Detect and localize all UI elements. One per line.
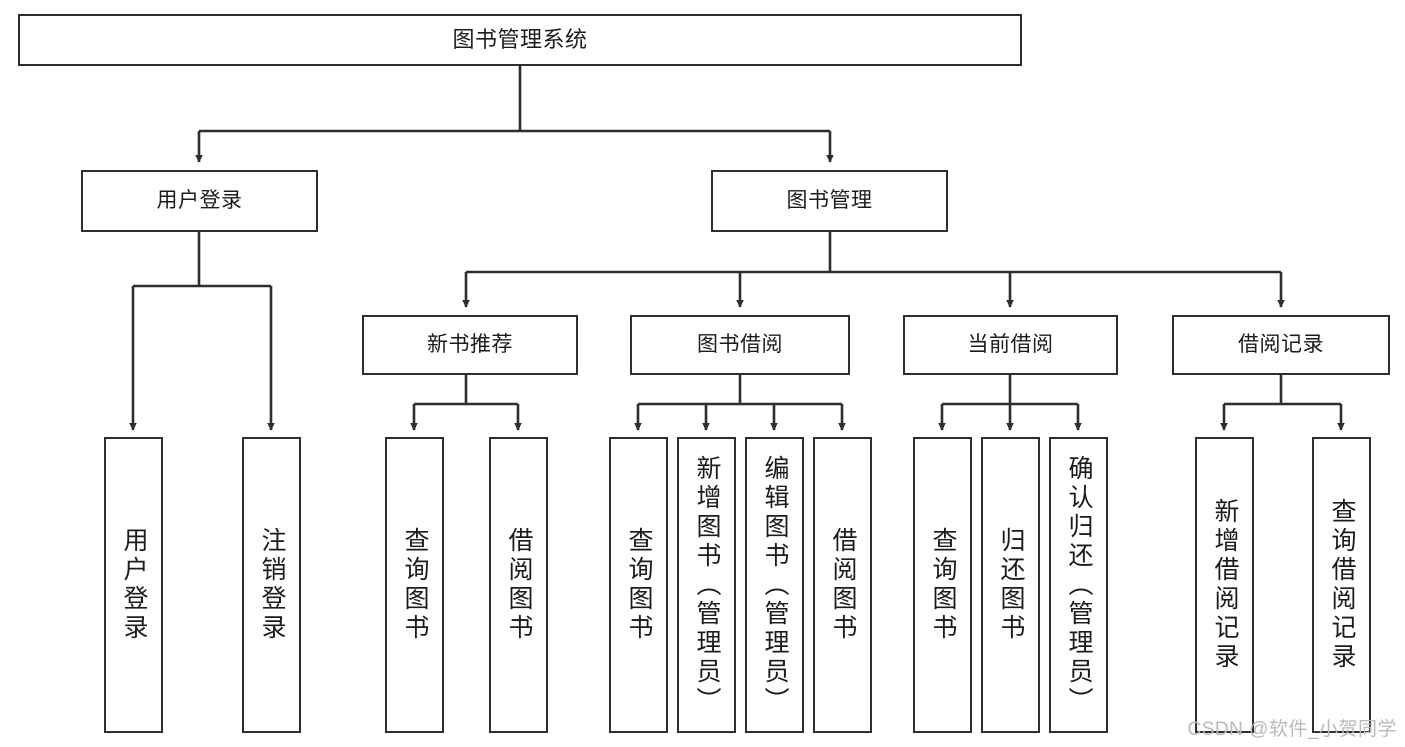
node-label: 图书管理系统	[452, 27, 588, 53]
leaf-current-query-book[interactable]: 查询图书	[913, 437, 972, 733]
node-label: 归还图书	[997, 527, 1025, 643]
node-label: 当前借阅	[967, 332, 1054, 356]
node-label: 图书借阅	[697, 332, 783, 356]
leaf-recommend-query-book[interactable]: 查询图书	[385, 437, 444, 733]
node-label: 新书推荐	[427, 332, 513, 356]
leaf-current-confirm-return-admin[interactable]: 确认归还（管理员）	[1049, 437, 1108, 733]
leaf-borrow-borrow-book[interactable]: 借阅图书	[813, 437, 872, 733]
node-label: 借阅图书	[829, 527, 857, 643]
node-label: 查询图书	[401, 527, 429, 643]
leaf-borrow-edit-book-admin[interactable]: 编辑图书（管理员）	[745, 437, 804, 733]
leaf-recommend-borrow-book[interactable]: 借阅图书	[489, 437, 548, 733]
node-user-login[interactable]: 用户登录	[81, 170, 318, 232]
node-borrow-record[interactable]: 借阅记录	[1172, 315, 1390, 375]
node-current-borrow[interactable]: 当前借阅	[903, 315, 1118, 375]
node-label: 查询图书	[929, 527, 957, 643]
leaf-record-query-record[interactable]: 查询借阅记录	[1312, 437, 1371, 733]
node-book-management[interactable]: 图书管理	[711, 170, 948, 232]
node-label: 用户登录	[156, 188, 243, 212]
node-label: 编辑图书（管理员）	[761, 454, 789, 716]
leaf-current-return-book[interactable]: 归还图书	[981, 437, 1040, 733]
node-label: 借阅图书	[505, 527, 533, 643]
node-label: 查询借阅记录	[1328, 498, 1356, 672]
node-label: 注销登录	[258, 527, 286, 643]
node-label: 图书管理	[786, 188, 873, 212]
leaf-user-login-logout[interactable]: 注销登录	[242, 437, 301, 733]
node-new-book-recommend[interactable]: 新书推荐	[362, 315, 578, 375]
csdn-watermark: CSDN @软件_小贺同学	[1187, 719, 1397, 740]
leaf-borrow-add-book-admin[interactable]: 新增图书（管理员）	[677, 437, 736, 733]
node-label: 新增借阅记录	[1211, 498, 1239, 672]
leaf-record-add-record[interactable]: 新增借阅记录	[1195, 437, 1254, 733]
node-label: 查询图书	[625, 527, 653, 643]
node-label: 新增图书（管理员）	[693, 454, 721, 716]
leaf-borrow-query-book[interactable]: 查询图书	[609, 437, 668, 733]
node-label: 用户登录	[120, 527, 148, 643]
node-book-borrow[interactable]: 图书借阅	[630, 315, 850, 375]
node-label: 借阅记录	[1238, 332, 1324, 356]
node-label: 确认归还（管理员）	[1065, 454, 1093, 716]
node-root-system[interactable]: 图书管理系统	[18, 14, 1022, 66]
leaf-user-login-login[interactable]: 用户登录	[104, 437, 163, 733]
